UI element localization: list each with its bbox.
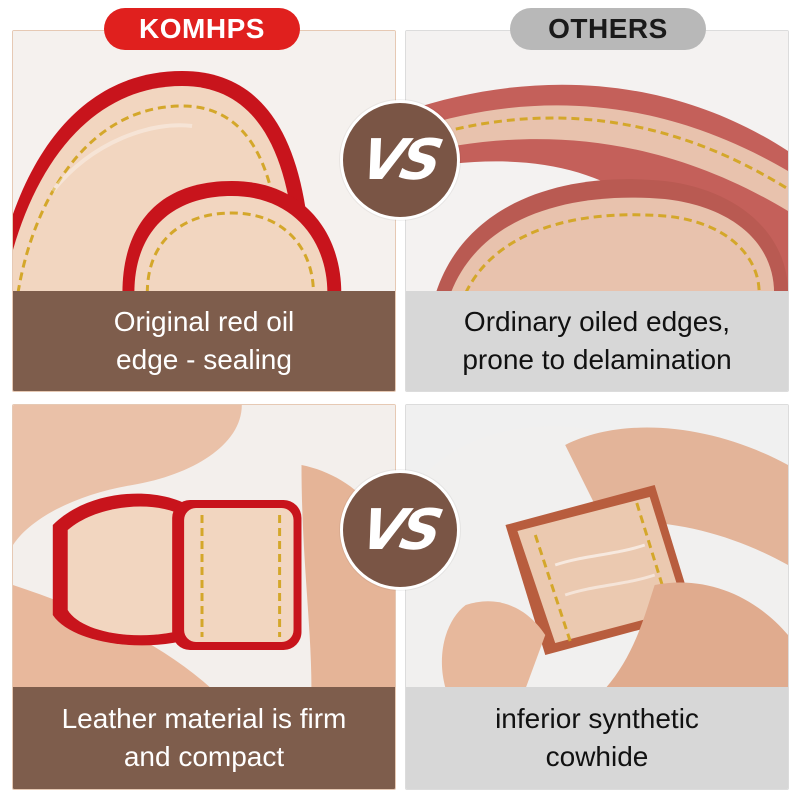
caption-synthetic-cowhide: inferior synthetic cowhide [406, 687, 788, 789]
synthetic-leather-fingers-photo [406, 405, 788, 689]
caption-line-2: and compact [123, 741, 285, 772]
others-badge: OTHERS [510, 8, 706, 50]
caption-line-2: prone to delamination [462, 344, 732, 375]
brand-badge: KOMHPS [104, 8, 300, 50]
caption-ordinary-edges: Ordinary oiled edges, prone to delaminat… [406, 291, 788, 391]
caption-line-1: Ordinary oiled edges, [463, 306, 731, 337]
vs-emblem-top: VS [340, 100, 460, 220]
panel-others-edge: Ordinary oiled edges, prone to delaminat… [405, 30, 789, 392]
red-edge-strap-photo [13, 31, 395, 293]
vs-label: VS [355, 497, 445, 563]
vs-emblem-bottom: VS [340, 470, 460, 590]
panel-komhps-leather: Leather material is firm and compact [12, 404, 396, 790]
caption-red-oil-edge: Original red oil edge - sealing [13, 291, 395, 391]
firm-leather-fingers-photo [13, 405, 395, 689]
caption-line-2: edge - sealing [116, 344, 292, 375]
caption-line-1: Leather material is firm [61, 703, 347, 734]
caption-line-2: cowhide [545, 741, 649, 772]
caption-line-1: inferior synthetic [495, 703, 699, 734]
ordinary-edge-strap-photo [406, 31, 788, 293]
caption-firm-leather: Leather material is firm and compact [13, 687, 395, 789]
panel-komhps-edge: Original red oil edge - sealing [12, 30, 396, 392]
caption-line-1: Original red oil [113, 306, 295, 337]
vs-label: VS [355, 127, 445, 193]
panel-others-leather: inferior synthetic cowhide [405, 404, 789, 790]
